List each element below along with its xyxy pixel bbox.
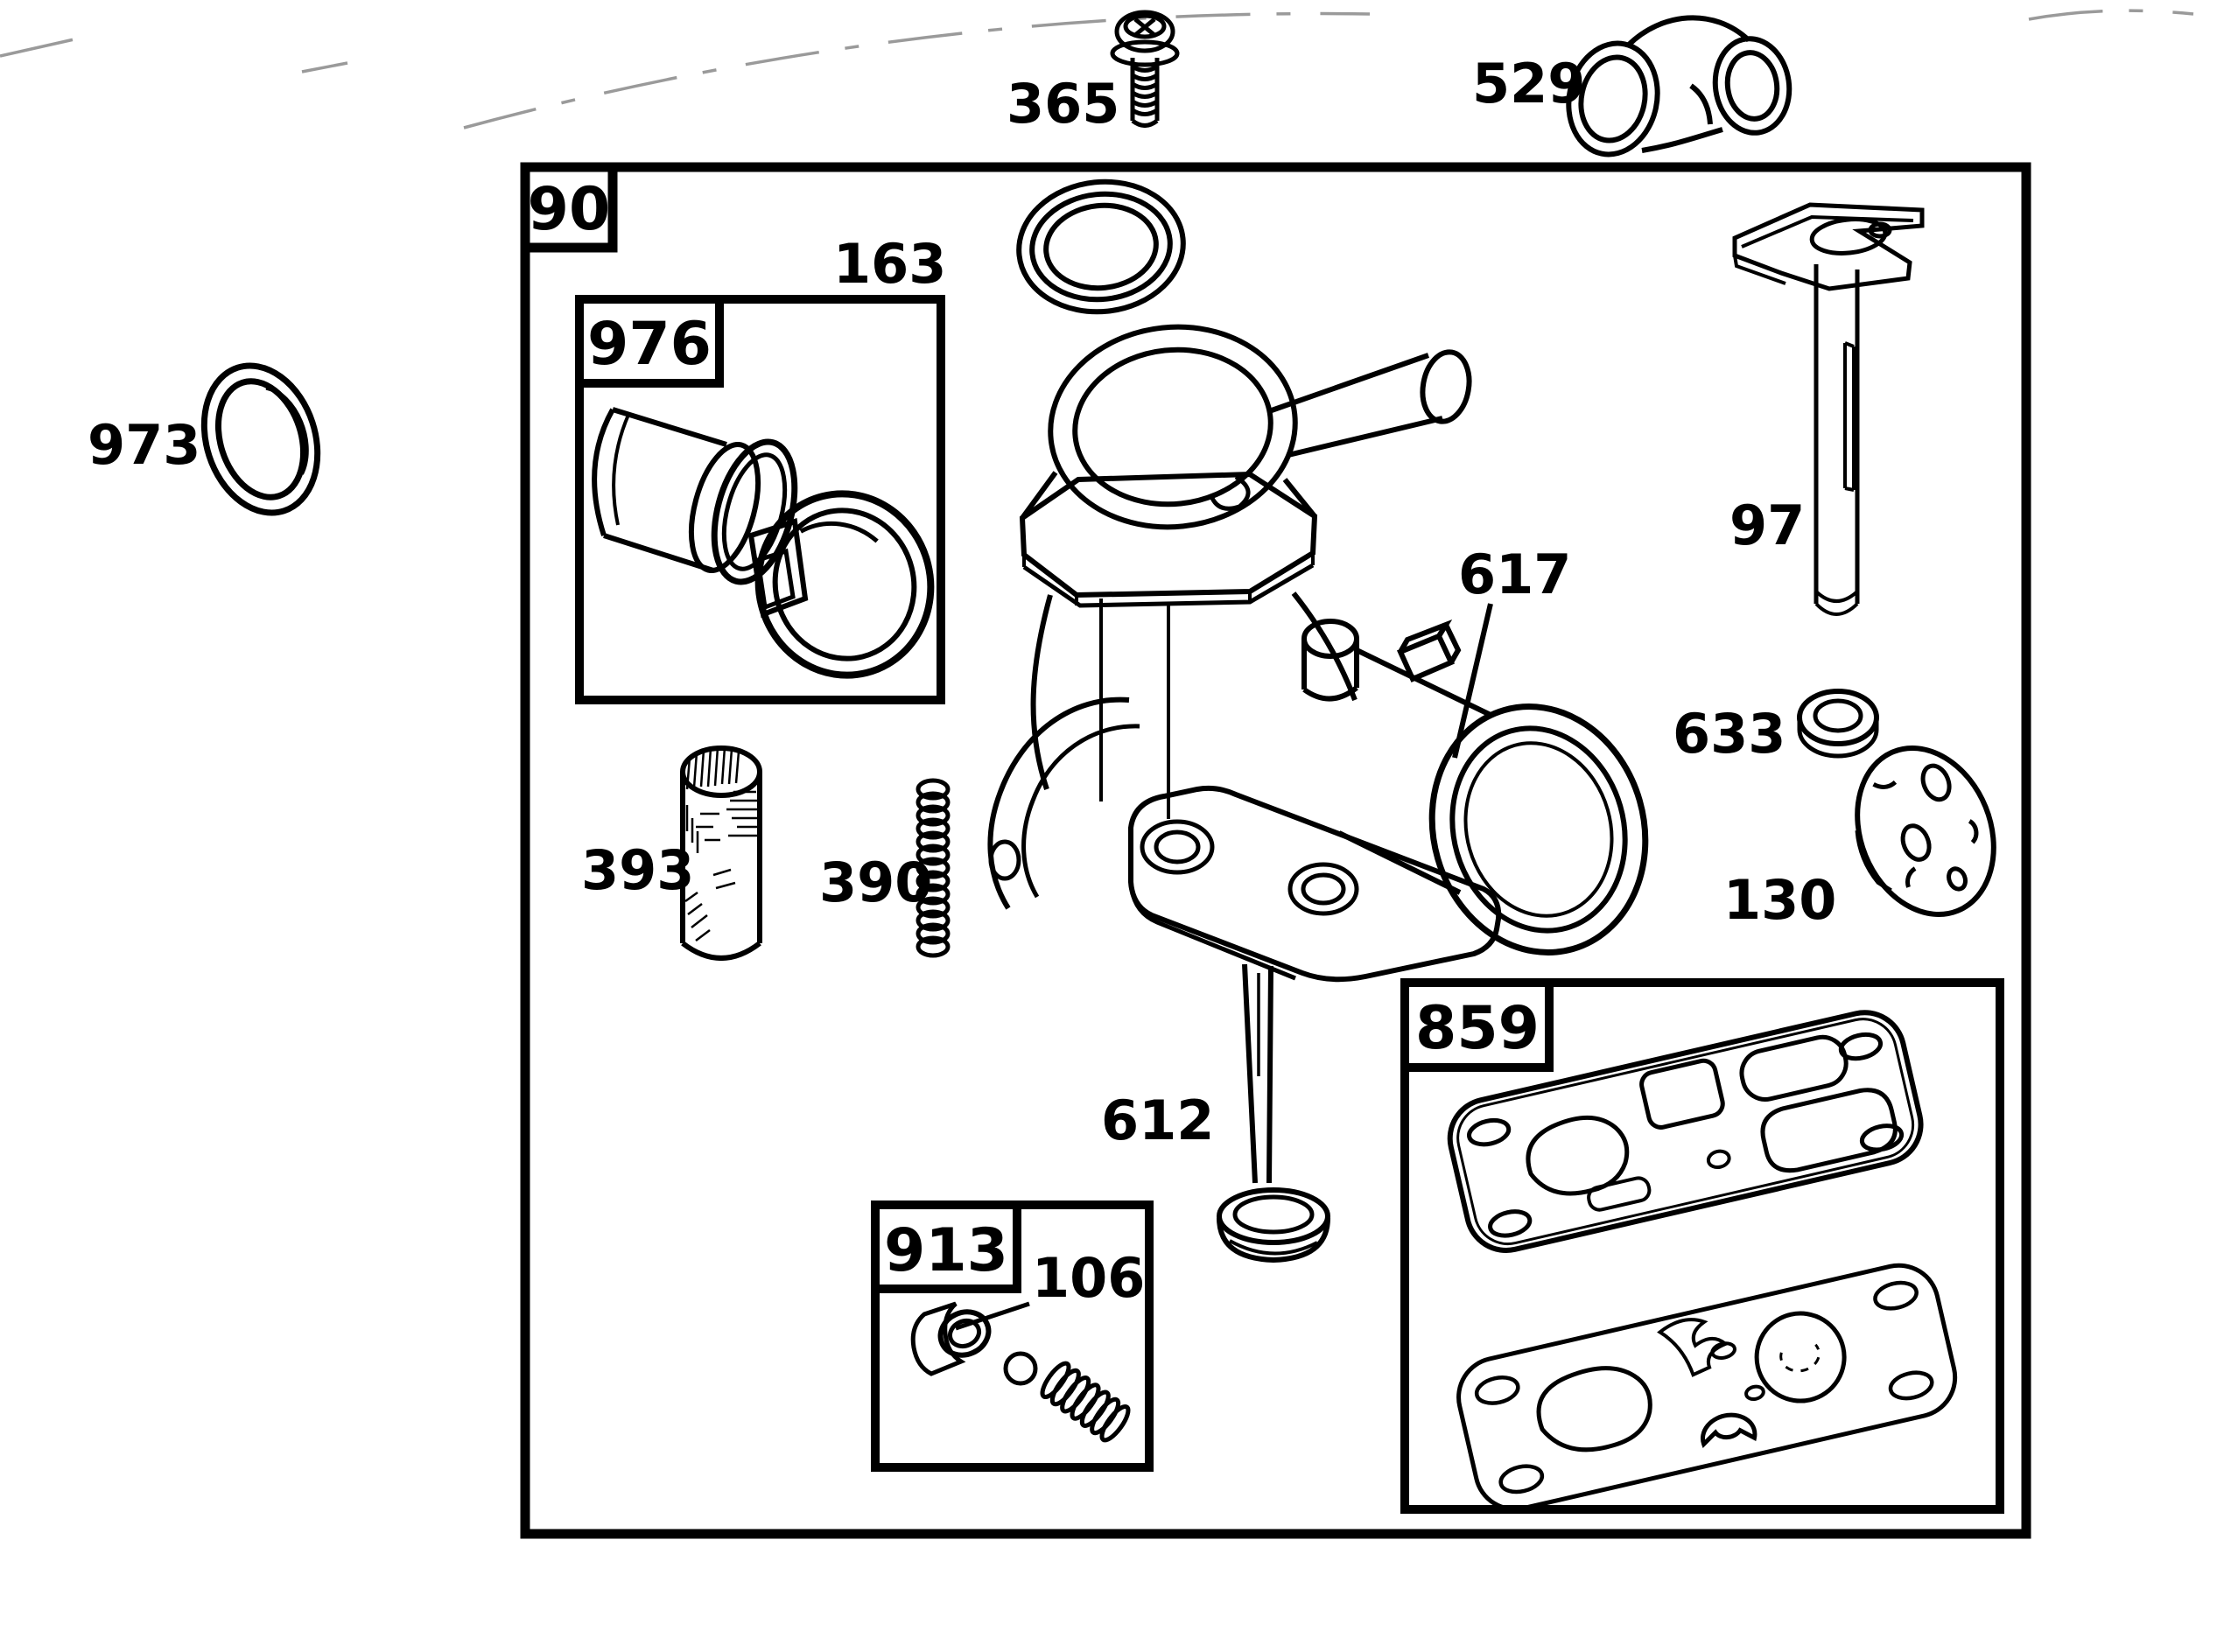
part-label-976: 976 [587, 310, 712, 379]
carburetor-body: 617 [987, 324, 1649, 983]
kit-label-box-859 [1400, 978, 1554, 1072]
part-label-973: 973 [88, 413, 200, 477]
spring-drawing [916, 778, 951, 958]
upper-gasket-drawing [1447, 1010, 1924, 1254]
spring-390: 390 [819, 778, 951, 958]
filter-drawing [680, 746, 762, 961]
gasket-kit-box-859: 859 [1400, 978, 2004, 1514]
engine-outline-arc [0, 9, 2194, 130]
part-label-365: 365 [1007, 72, 1119, 136]
part-label-617: 617 [1458, 542, 1571, 606]
assembly-box-90: 90 [520, 162, 2031, 1539]
part-label-612: 612 [1101, 1088, 1214, 1152]
kit-label-box-913 [871, 1200, 1021, 1293]
plunger-612: 612 [1101, 963, 1330, 1264]
kit-box-976: 976 [575, 295, 945, 704]
washer-drawing [1797, 689, 1879, 759]
part-label-106: 106 [1032, 1246, 1145, 1310]
filter-393: 393 [581, 746, 762, 961]
part-label-633: 633 [1673, 702, 1786, 766]
needle-seat-drawing [910, 1301, 1131, 1443]
throttle-plate-drawing [1855, 746, 1996, 917]
seal-973: 973 [88, 362, 321, 516]
part-label-97: 97 [1729, 494, 1805, 557]
part-label-163: 163 [833, 232, 946, 296]
sleeve-drawing [592, 407, 761, 574]
throttle-plate-130: 130 [1723, 746, 1996, 932]
kit-label-box-976 [575, 295, 724, 388]
throttle-shaft-97: 97 [1729, 202, 1925, 616]
kit-box-border-859 [1400, 978, 2004, 1514]
part-label-393: 393 [581, 838, 694, 902]
gasket-163: 163 [833, 178, 1186, 315]
hatch-lines [684, 746, 758, 942]
screw-drawing [1110, 10, 1180, 128]
part-label-390: 390 [819, 850, 932, 914]
part-label-90: 90 [528, 175, 611, 244]
part-label-130: 130 [1723, 868, 1836, 932]
gasket-ring-drawing [1016, 178, 1186, 315]
leader-line-106 [955, 1301, 1030, 1331]
assembly-box-border [520, 162, 2031, 1539]
leader-line-617 [1452, 603, 1493, 759]
seal-ring-drawing [200, 362, 321, 516]
carburetor-body-drawing [987, 324, 1649, 983]
part-label-859: 859 [1415, 994, 1540, 1063]
throttle-shaft-drawing [1732, 202, 1925, 616]
part-label-913: 913 [884, 1216, 1008, 1285]
kit-box-border-976 [575, 295, 945, 704]
washer-633: 633 [1673, 689, 1879, 766]
lower-gasket-drawing [1456, 1263, 1958, 1512]
clamp-ring-drawing [747, 490, 935, 679]
screw-365: 365 [1007, 10, 1180, 136]
assembly-label-box [520, 162, 618, 253]
kit-box-913: 913 106 [871, 1200, 1154, 1472]
plunger-drawing [1217, 963, 1330, 1264]
elbow-529: 529 [1472, 15, 1793, 158]
elbow-drawing [1566, 15, 1793, 158]
